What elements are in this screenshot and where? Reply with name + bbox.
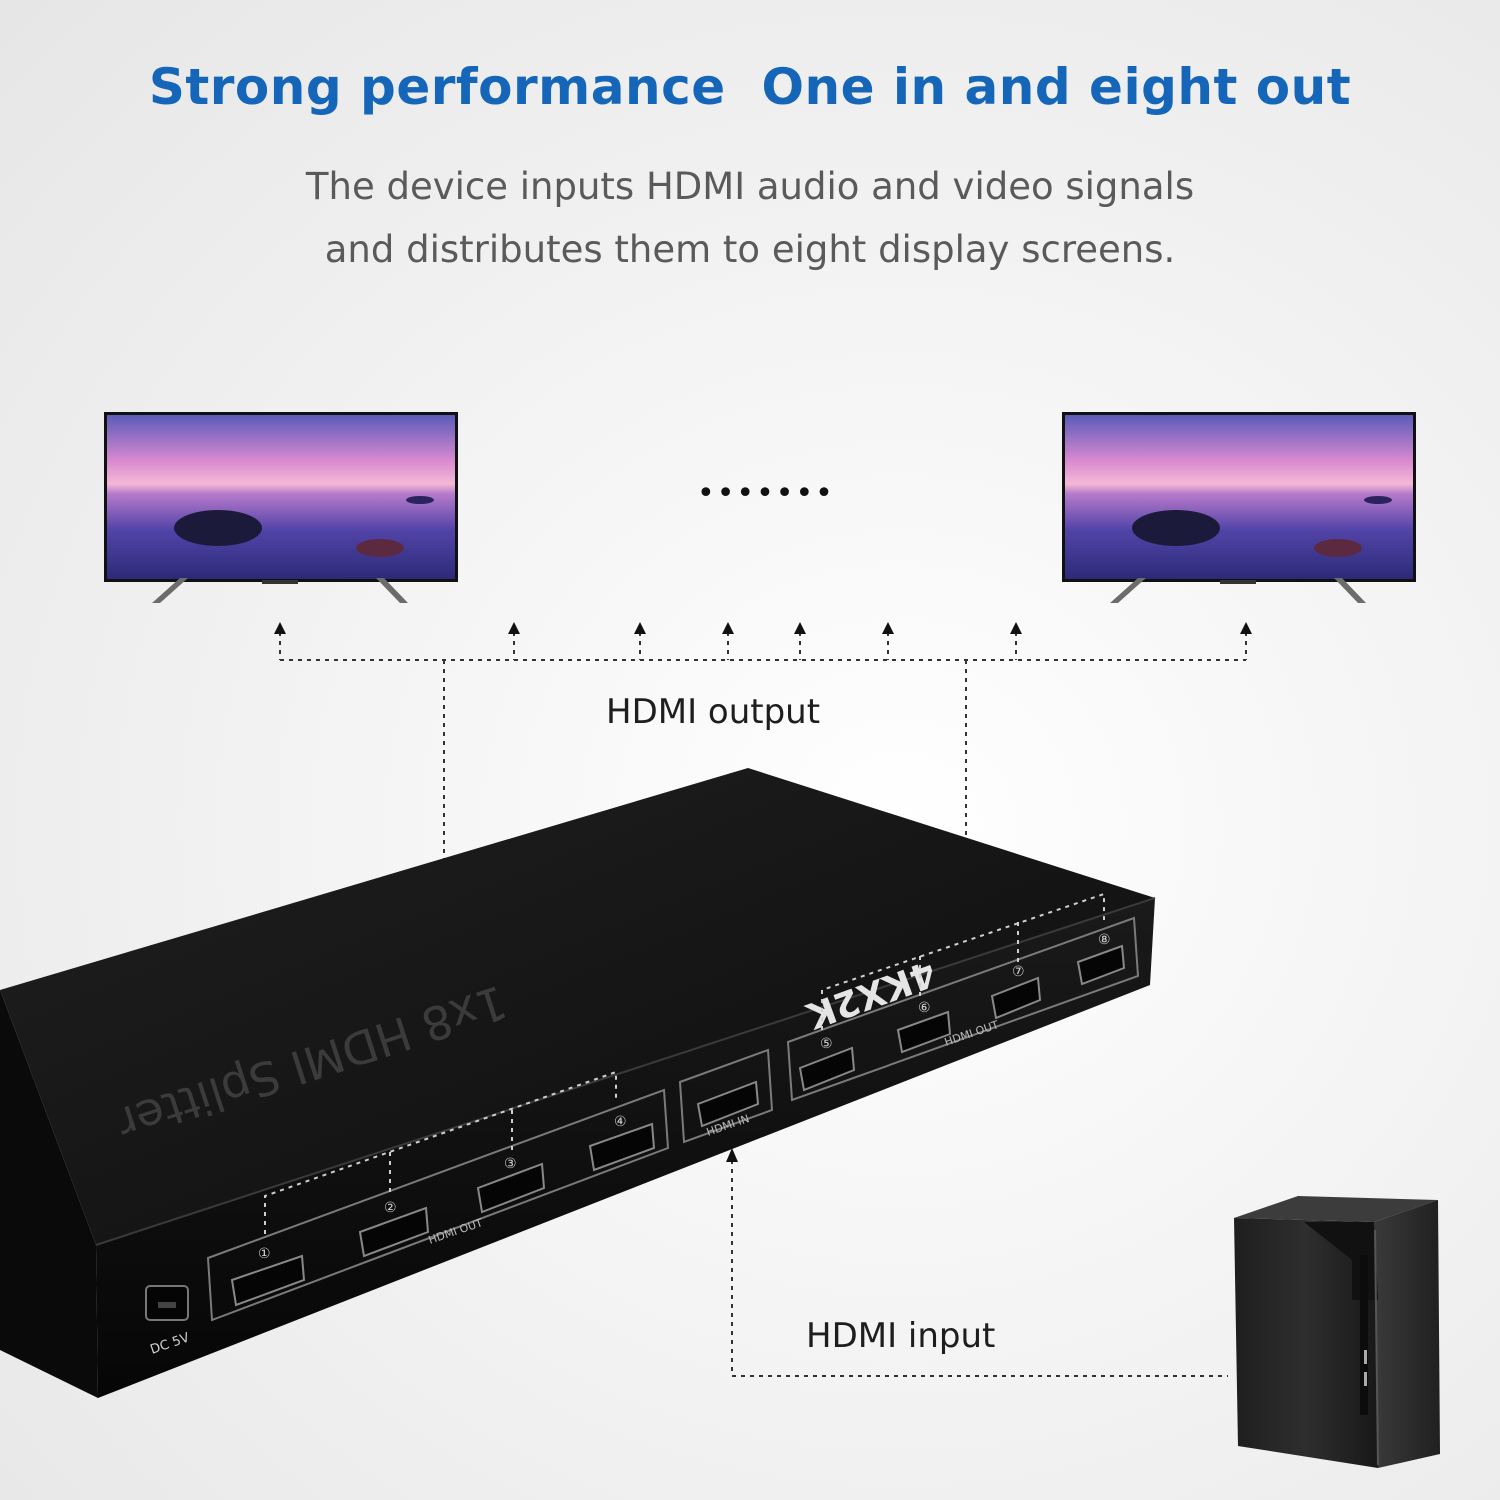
port-number-8: ⑧ [1098, 932, 1111, 948]
hdmi-out-port-8[interactable]: ⑧ [1076, 932, 1126, 986]
hdmi-out-port-6[interactable]: ⑥ [896, 1000, 952, 1054]
hdmi-out-port-5[interactable]: ⑤ [798, 1036, 856, 1092]
hdmi-out-port-2[interactable]: ② [358, 1200, 430, 1258]
device-port-link-lines [264, 892, 1105, 1234]
port-number-7: ⑦ [1012, 964, 1025, 980]
hdmi-splitter-device: 1x8 HDMI Splitter 4KX2K ① ② ③ ④ HDMI OUT [0, 768, 1156, 1398]
port-number-4: ④ [614, 1114, 627, 1130]
port-number-1: ① [258, 1246, 271, 1262]
hdmi-out-port-7[interactable]: ⑦ [990, 964, 1042, 1020]
hdmi-out-port-3[interactable]: ③ [476, 1156, 546, 1214]
output-arrowheads [274, 622, 1252, 634]
hdmi-out-port-1[interactable]: ① [230, 1246, 306, 1307]
output-connection-lines [279, 632, 1247, 1122]
hdmi-output-label: HDMI output [606, 692, 821, 732]
hdmi-out-port-4[interactable]: ④ [588, 1114, 656, 1172]
input-connection-line [731, 1160, 1228, 1377]
pc-tower [1234, 1196, 1440, 1468]
port-number-2: ② [384, 1200, 397, 1216]
subtitle-line-1: The device inputs HDMI audio and video s… [305, 165, 1195, 208]
port-number-3: ③ [504, 1156, 517, 1172]
screens-ellipsis: ••••••• [697, 476, 835, 511]
subtitle-line-2: and distributes them to eight display sc… [324, 228, 1176, 271]
dc-power-jack[interactable] [145, 1285, 189, 1321]
page-title: Strong performance One in and eight out [148, 58, 1352, 116]
port-number-5: ⑤ [820, 1036, 833, 1052]
hdmi-input-label: HDMI input [806, 1316, 996, 1356]
port-number-6: ⑥ [918, 1000, 931, 1016]
tv-screen-left [104, 412, 458, 603]
tv-screen-right [1062, 412, 1416, 603]
input-arrowhead [726, 1148, 738, 1162]
